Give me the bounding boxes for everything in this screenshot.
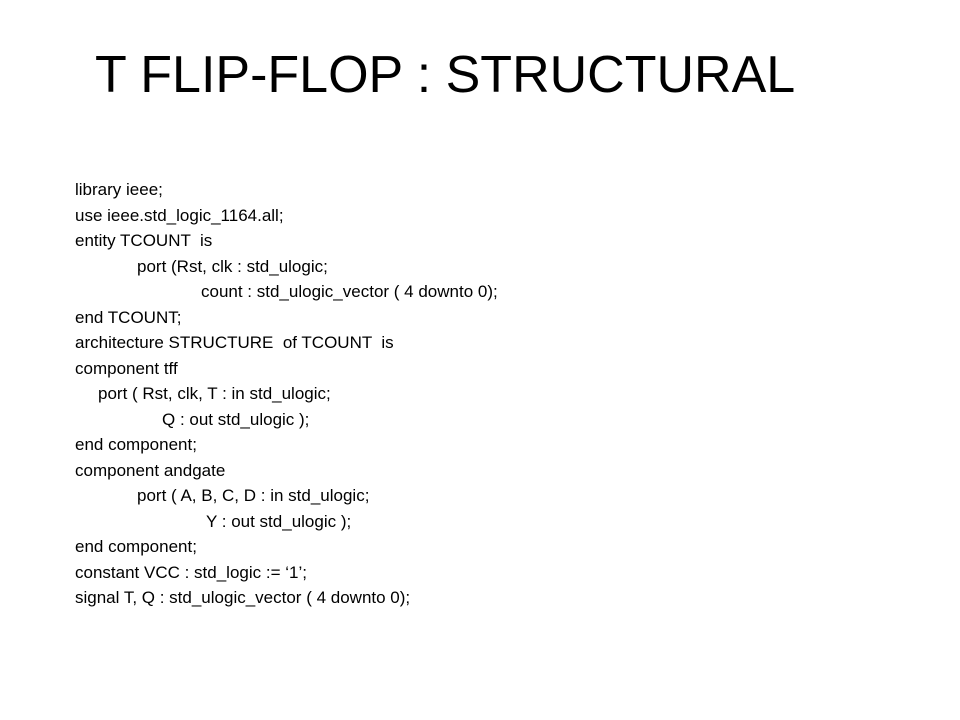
- code-line: constant VCC : std_logic := ‘1’;: [75, 562, 307, 582]
- code-line: port ( Rst, clk, T : in std_ulogic;: [98, 384, 331, 403]
- code-line: end TCOUNT;: [75, 307, 182, 327]
- code-line: use ieee.std_logic_1164.all;: [75, 205, 284, 225]
- code-block: library ieee; use ieee.std_logic_1164.all…: [75, 177, 498, 611]
- code-line: library ieee;: [75, 180, 163, 199]
- code-line: Y : out std_ulogic );: [206, 511, 352, 531]
- code-line: signal T, Q : std_ulogic_vector ( 4 down…: [75, 588, 411, 607]
- code-line: component tff: [75, 358, 178, 378]
- code-line: end component;: [75, 537, 197, 556]
- code-line: end component;: [75, 435, 197, 454]
- code-line: port (Rst, clk : std_ulogic;: [137, 256, 328, 276]
- code-line: count : std_ulogic_vector ( 4 downto 0);: [201, 282, 498, 301]
- code-line: port ( A, B, C, D : in std_ulogic;: [137, 486, 370, 505]
- slide-title: T FLIP-FLOP : STRUCTURAL: [95, 46, 796, 104]
- code-line: architecture STRUCTURE of TCOUNT is: [75, 333, 394, 352]
- code-line: Q : out std_ulogic );: [162, 409, 310, 429]
- code-line: entity TCOUNT is: [75, 231, 213, 250]
- code-line: component andgate: [75, 460, 226, 480]
